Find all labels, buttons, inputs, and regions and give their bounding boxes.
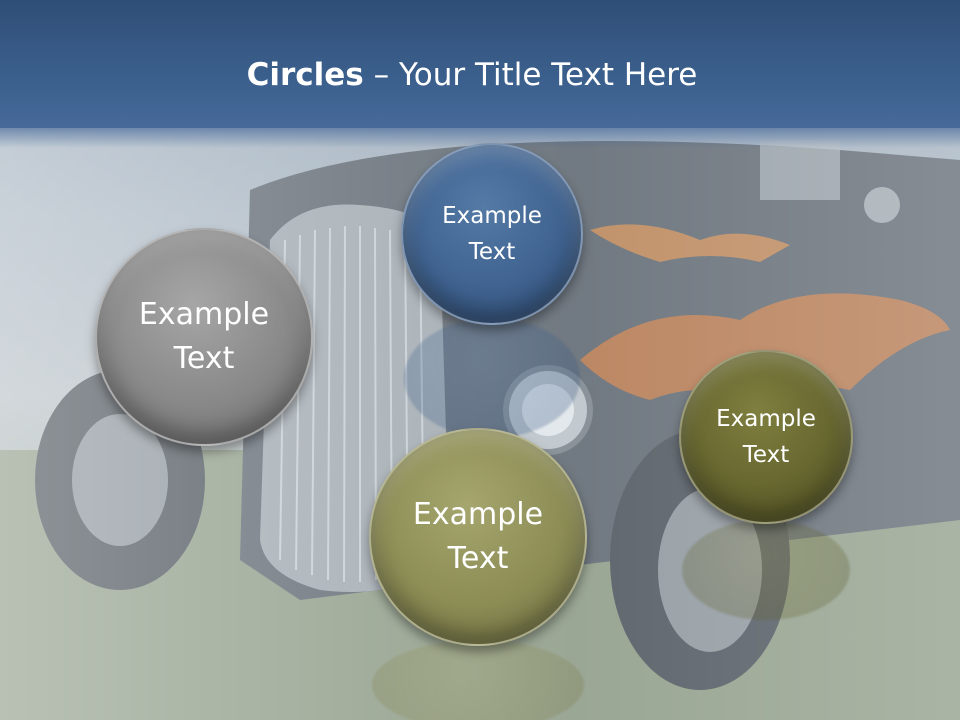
- circle-gray-line1: Example: [138, 297, 270, 332]
- olive-circle-reflection: [372, 640, 584, 720]
- dark-olive-circle-reflection: [682, 520, 850, 620]
- circle-blue-line2: Text: [468, 239, 516, 265]
- slide-title-rest: – Your Title Text Here: [363, 57, 698, 93]
- circle-olive[interactable]: Example Text: [369, 428, 587, 646]
- blue-circle-reflection: [404, 318, 580, 438]
- slide-title-bold: Circles: [246, 57, 364, 93]
- circle-olive-line2: Text: [447, 541, 509, 576]
- slide-title[interactable]: Circles – Your Title Text Here: [0, 52, 944, 98]
- circle-blue-line1: Example: [442, 203, 542, 229]
- circle-olive-line1: Example: [412, 497, 544, 532]
- circle-dark-olive-line2: Text: [742, 442, 790, 468]
- circle-gray[interactable]: Example Text: [95, 228, 313, 446]
- circle-blue[interactable]: Example Text: [401, 143, 583, 325]
- circle-dark-olive-line1: Example: [716, 406, 816, 432]
- title-bar: [0, 0, 960, 128]
- circle-dark-olive[interactable]: Example Text: [679, 350, 853, 524]
- circle-gray-line2: Text: [173, 341, 235, 376]
